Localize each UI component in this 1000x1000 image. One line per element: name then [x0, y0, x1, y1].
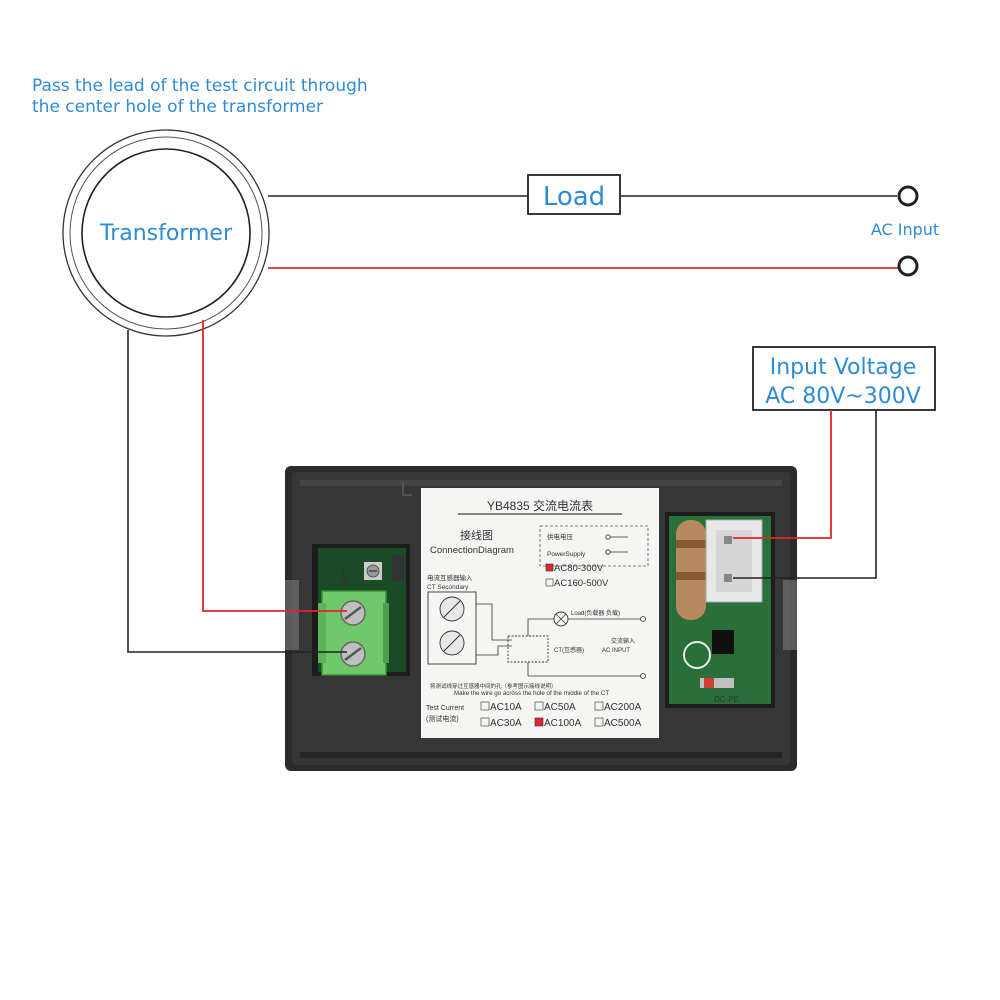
ac-input-en: AC INPUT: [602, 648, 630, 654]
ct-secondary-cn: 电流互感器输入: [427, 573, 473, 582]
input-voltage-box: Input Voltage AC 80V~300V: [752, 346, 936, 411]
instruction-line-1: Pass the lead of the test circuit throug…: [32, 76, 368, 96]
checkbox-ac500a: [594, 717, 604, 727]
current-option-2: AC50A: [544, 702, 576, 713]
checkbox-ac10a: [480, 701, 490, 711]
red-wire-terminal: [202, 320, 347, 612]
checkbox-ac30a: [480, 717, 490, 727]
checkbox-ac160-500v: [545, 578, 554, 587]
ac-terminal-bottom: [897, 255, 919, 277]
current-option-5: AC100A: [544, 718, 582, 729]
sticker-title: YB4835 交流电流表: [487, 498, 593, 513]
ct-tag: CT(互感器): [554, 646, 584, 654]
ac-terminal-top: [897, 185, 919, 207]
wiring-en: ConnectionDiagram: [430, 545, 514, 556]
voltage-option-1: AC80-300V: [554, 563, 604, 574]
green-terminal-block: [318, 590, 389, 676]
right-pcb: DC-PE: [665, 512, 775, 708]
checkbox-ac80-300v: [545, 563, 554, 572]
current-option-4: AC30A: [490, 718, 522, 729]
power-supply-en: PowerSupply: [547, 551, 586, 558]
ac-input-label: AC Input: [871, 220, 939, 239]
transformer-label: Transformer: [99, 221, 233, 246]
input-voltage-line-2: AC 80V~300V: [765, 384, 921, 409]
black-wire-power: [733, 410, 877, 579]
meter-sticker: YB4835 交流电流表 接线图 ConnectionDiagram 供电电压 …: [421, 488, 659, 738]
current-option-6: AC500A: [604, 718, 642, 729]
board-code: DC-PE: [714, 695, 739, 704]
load-box: [527, 174, 621, 215]
cal-label: CAL: [339, 566, 351, 587]
checkbox-ac100a: [534, 717, 544, 727]
checkbox-ac50a: [534, 701, 544, 711]
note-en: Make the wire go across the hole of the …: [454, 690, 609, 697]
black-wire-terminal: [127, 330, 347, 653]
ct-secondary-en: CT Secondary: [427, 584, 469, 591]
current-option-3: AC200A: [604, 702, 642, 713]
red-wire-power: [733, 410, 832, 539]
load-tag: Load(负载器 负载): [571, 609, 620, 617]
test-current-cn: (测试电流): [426, 714, 459, 723]
test-current-en: Test Current: [426, 705, 464, 712]
checkbox-ac200a: [594, 701, 604, 711]
voltage-option-2: AC160-500V: [554, 578, 609, 589]
power-supply-cn: 供电电压: [547, 532, 574, 541]
transformer: Transformer: [62, 129, 270, 337]
ac-input-cn: 交流输入: [611, 637, 635, 645]
instruction-line-2: the center hole of the transformer: [32, 97, 323, 117]
load-label: Load: [543, 182, 605, 212]
input-voltage-line-1: Input Voltage: [770, 355, 916, 380]
current-option-1: AC10A: [490, 702, 522, 713]
wiring-cn: 接线图: [460, 528, 493, 542]
note-cn: 将测试线穿过互感器中间的孔（参考图示接线说明）: [430, 682, 557, 690]
